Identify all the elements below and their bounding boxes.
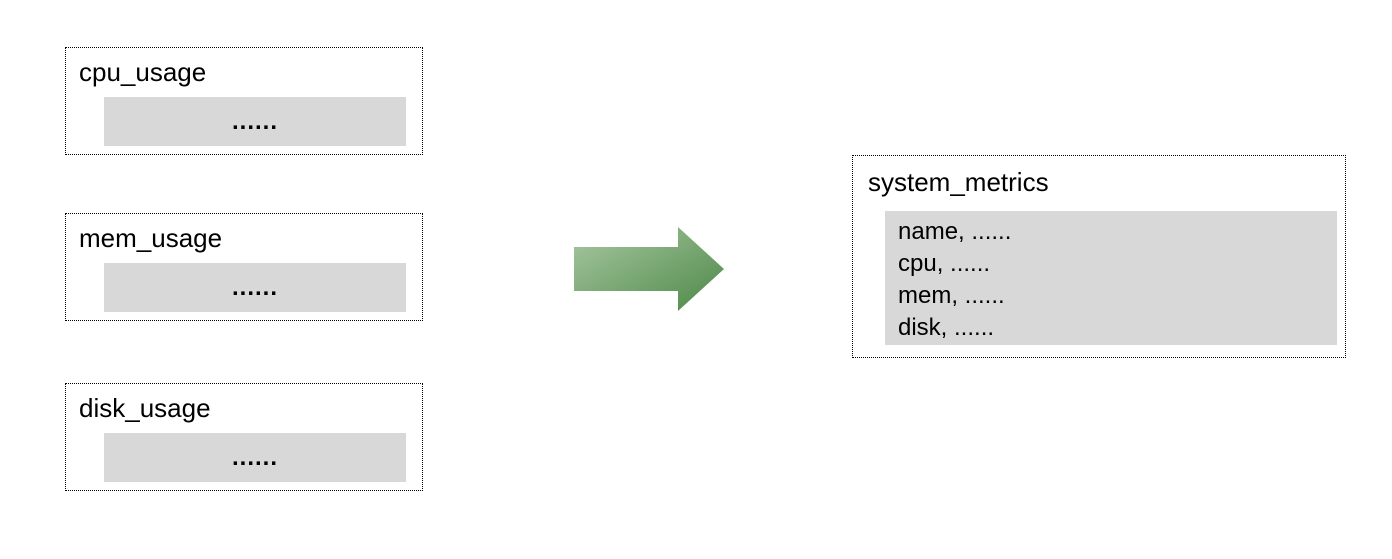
- ellipsis-placeholder: ......: [231, 107, 278, 135]
- source-box-disk: disk_usage ......: [65, 383, 423, 491]
- result-rows-panel: name, ...... cpu, ...... mem, ...... dis…: [885, 211, 1337, 345]
- right-arrow-icon: [574, 227, 724, 311]
- result-box-title: system_metrics: [868, 167, 1049, 197]
- source-box-cpu: cpu_usage ......: [65, 47, 423, 155]
- ellipsis-placeholder: ......: [231, 443, 278, 471]
- result-row: disk, ......: [898, 314, 995, 341]
- result-box-system-metrics: system_metrics name, ...... cpu, ...... …: [852, 155, 1346, 358]
- source-box-cpu-rows-panel: ......: [104, 97, 406, 146]
- result-row: mem, ......: [898, 282, 1005, 309]
- source-box-mem-rows-panel: ......: [104, 263, 406, 312]
- result-row: name, ......: [898, 218, 1012, 245]
- result-row: cpu, ......: [898, 250, 991, 277]
- source-box-disk-rows-panel: ......: [104, 433, 406, 482]
- source-box-cpu-title: cpu_usage: [79, 57, 207, 87]
- source-box-disk-title: disk_usage: [79, 393, 211, 423]
- source-box-mem: mem_usage ......: [65, 213, 423, 321]
- ellipsis-placeholder: ......: [231, 273, 278, 301]
- source-box-mem-title: mem_usage: [79, 223, 223, 253]
